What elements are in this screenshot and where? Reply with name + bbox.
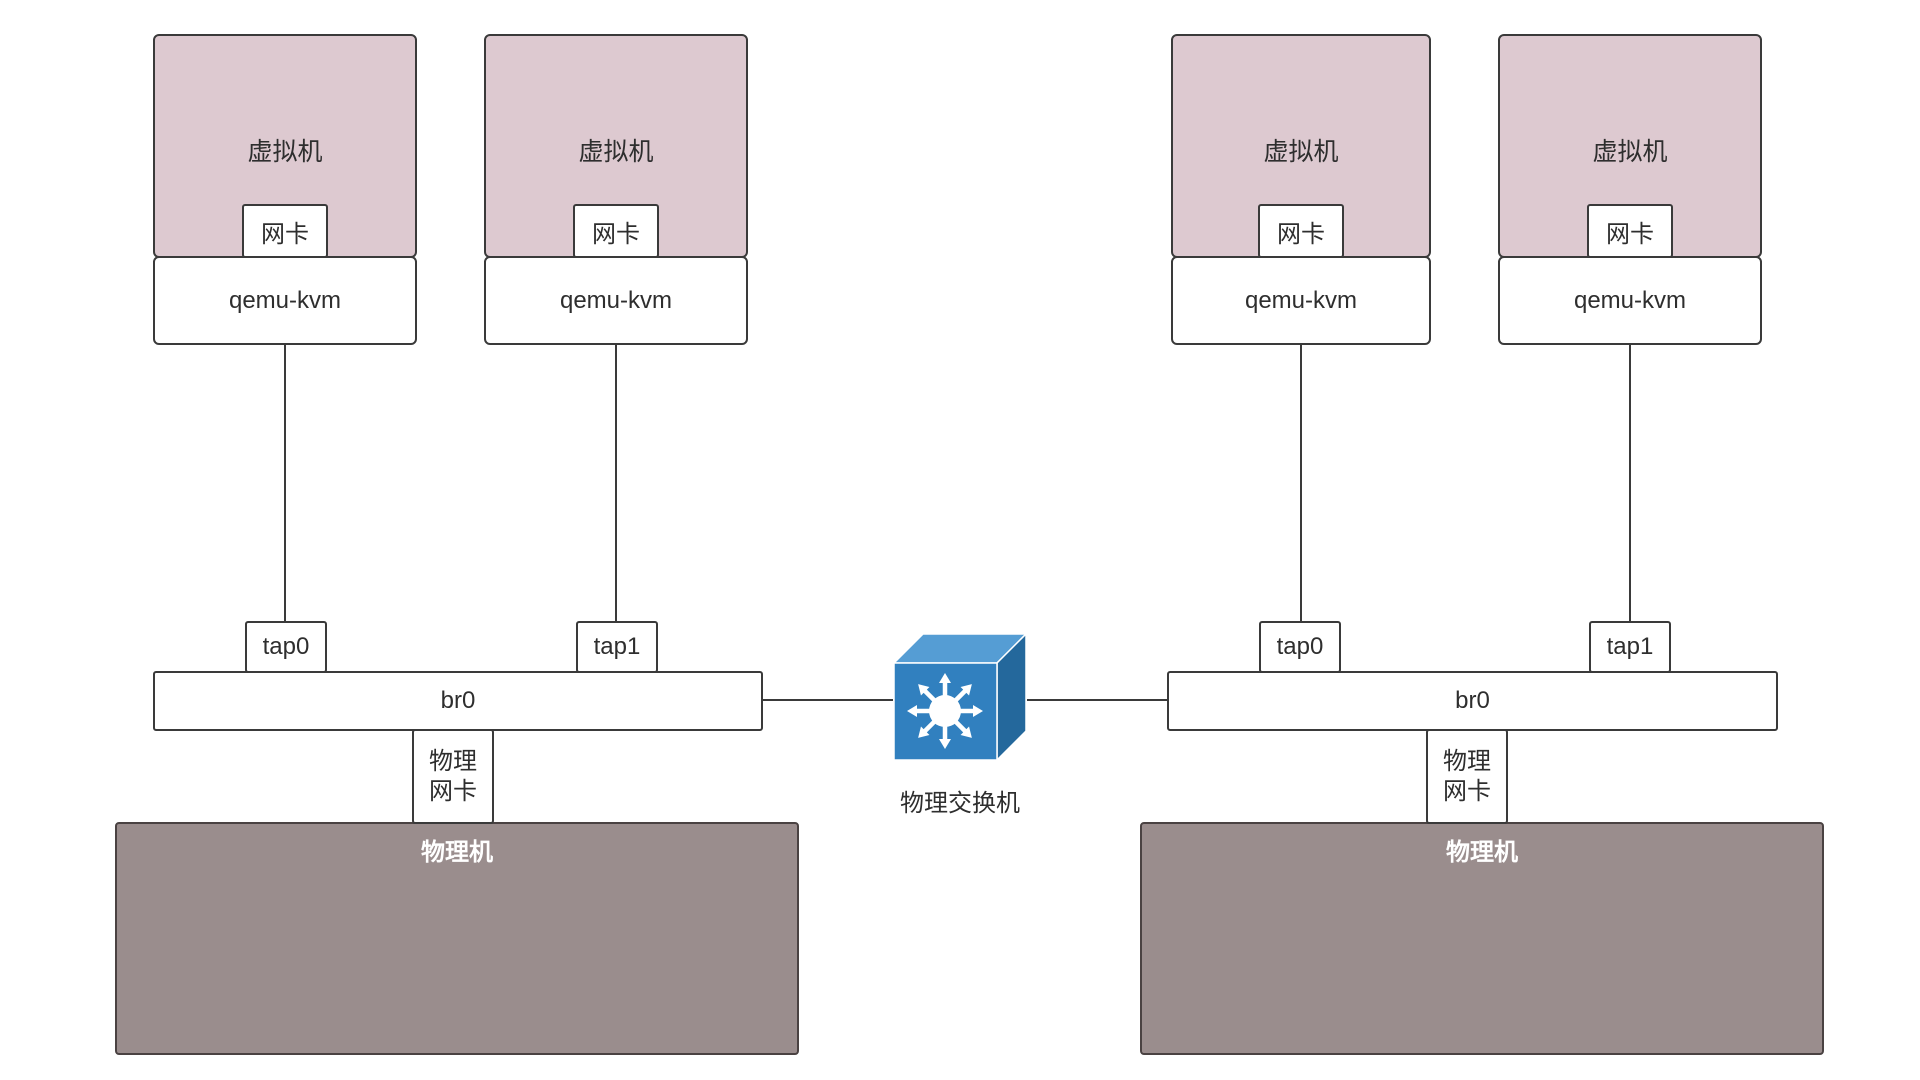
switch-label: 物理交换机 [900,790,1020,817]
connector-line [1300,345,1302,621]
connector-line [763,699,893,701]
connector-line [284,345,286,621]
network-switch-icon [892,632,1028,762]
tap-box: tap1 [576,621,658,673]
vm-label: 虚拟机 [247,138,323,166]
host-label: 物理机 [421,839,493,866]
vm-box: 虚拟机 网卡 [153,34,417,258]
physical-host-box: 物理机 [115,822,799,1055]
tap-box: tap1 [1589,621,1671,673]
physical-host-box: 物理机 [1140,822,1824,1055]
tap-box: tap0 [1259,621,1341,673]
vm-nic-box: 网卡 [1258,204,1344,258]
bridge-bar: br0 [1167,671,1778,731]
connector-line [1027,699,1167,701]
vm-box: 虚拟机 网卡 [1498,34,1762,258]
vm-box: 虚拟机 网卡 [1171,34,1431,258]
hypervisor-box: qemu-kvm [153,256,417,345]
vm-nic-box: 网卡 [573,204,659,258]
vm-box: 虚拟机 网卡 [484,34,748,258]
vm-label: 虚拟机 [578,138,654,166]
connector-line [1629,345,1631,621]
physical-nic-box: 物理 网卡 [1426,729,1508,824]
bridge-bar: br0 [153,671,763,731]
vm-nic-box: 网卡 [242,204,328,258]
vm-nic-box: 网卡 [1587,204,1673,258]
vm-label: 虚拟机 [1263,138,1339,166]
connector-line [615,345,617,621]
hypervisor-box: qemu-kvm [1498,256,1762,345]
tap-box: tap0 [245,621,327,673]
hypervisor-box: qemu-kvm [1171,256,1431,345]
vm-label: 虚拟机 [1592,138,1668,166]
hypervisor-box: qemu-kvm [484,256,748,345]
physical-nic-box: 物理 网卡 [412,729,494,824]
host-label: 物理机 [1446,839,1518,866]
